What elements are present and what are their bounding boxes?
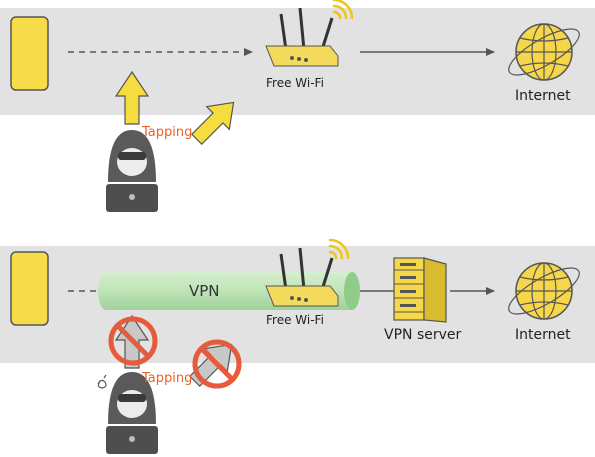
internet-label: Internet <box>515 327 571 343</box>
globe-icon <box>508 23 580 81</box>
hacker-icon <box>106 372 158 454</box>
vpn-server-label: VPN server <box>384 327 462 343</box>
smartphone-icon <box>10 16 49 91</box>
tapping-label: Tapping <box>142 125 193 140</box>
tapping-arrow-up <box>114 70 150 125</box>
free-wifi-label: Free Wi-Fi <box>266 76 324 90</box>
internet-label: Internet <box>515 88 571 104</box>
free-wifi-label: Free Wi-Fi <box>266 313 324 327</box>
confusion-squiggle-icon <box>97 374 107 389</box>
prohibited-icon <box>192 339 242 389</box>
wifi-signal-icon <box>328 238 350 260</box>
smartphone-icon <box>10 251 49 326</box>
globe-icon <box>508 262 580 320</box>
server-icon <box>393 257 447 323</box>
router-icon <box>265 7 339 67</box>
vpn-tunnel-label: VPN <box>189 282 220 300</box>
router-icon <box>265 247 339 307</box>
wifi-signal-icon <box>332 0 354 20</box>
tapping-label: Tapping <box>142 371 193 386</box>
tapping-arrow-diagonal <box>190 101 235 146</box>
hacker-icon <box>106 130 158 212</box>
prohibited-icon <box>108 316 158 366</box>
